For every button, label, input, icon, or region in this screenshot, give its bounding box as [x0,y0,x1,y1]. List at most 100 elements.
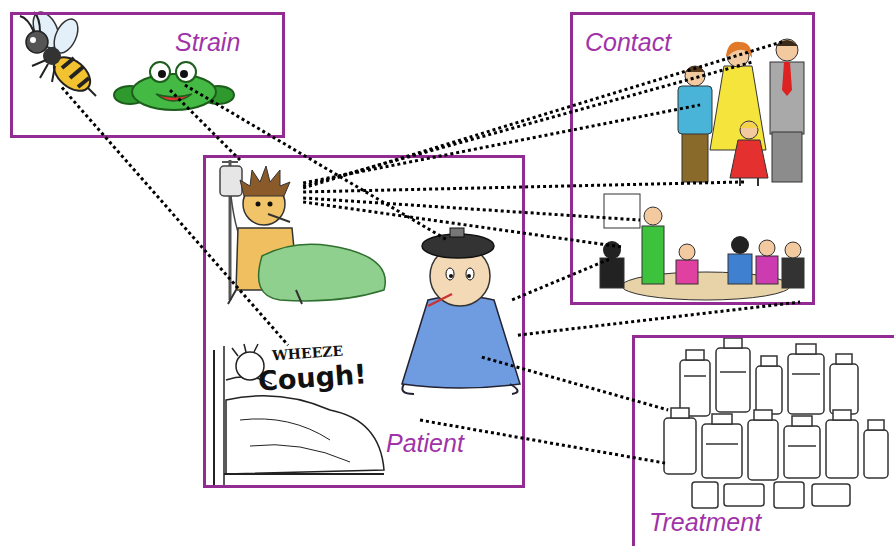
dotted-link [62,88,288,346]
bee-picture-part [70,67,83,78]
frog-picture [114,62,234,110]
family-picture-part [776,40,798,46]
medicine-picture-part [712,414,732,424]
bee-picture-part [26,31,48,53]
family-picture-part [726,42,752,58]
dotted-link [518,302,800,335]
group-box: Contact [570,12,815,305]
medicine-picture-part [788,354,824,414]
dotted-link [303,202,622,247]
drip-patient-picture-part [259,244,386,301]
medicine-picture-part [864,430,888,478]
frog-picture-part [158,70,166,78]
medicine-picture-part [774,482,804,508]
family-picture-part [770,62,804,134]
box-title: Treatment [649,509,761,537]
frog-picture-part [180,70,188,78]
meeting-picture-part [644,207,662,225]
drip-patient-picture-part [268,214,290,222]
medicine-picture-part [716,348,750,412]
meeting-picture-part [604,194,640,228]
drip-patient-picture-part [222,161,238,163]
family-picture-part [710,66,766,150]
box-title: Patient [386,430,464,458]
box-title: Strain [175,29,240,57]
family-picture-part [682,130,708,182]
dotted-link [303,62,752,186]
sound-word: Cough! [257,360,367,394]
bee-picture-part [34,12,40,32]
drip-patient-picture-part [228,290,302,304]
group-box: Treatment [632,335,894,546]
bee-picture-part [32,60,55,82]
dotted-link [482,357,668,410]
bee-picture-part [88,88,96,96]
sick-child-picture-part [450,228,464,237]
meeting-picture-part [782,258,804,288]
family-picture-part [757,178,759,186]
drip-patient-picture-part [220,166,242,196]
coughing-patient-picture-part [223,346,225,486]
medicine-picture-part [686,350,704,360]
meeting-picture-part [785,242,801,258]
medicine-picture-part [754,410,772,420]
medicine-picture-part [792,416,812,426]
drip-patient-picture [220,160,385,304]
dotted-link [185,85,447,240]
meeting-picture-part [731,236,749,254]
bee-picture-part [62,58,74,68]
sick-child-picture-part [467,274,471,278]
medicine-picture-part [671,408,689,418]
group-box: Strain [10,12,285,138]
meeting-picture-part [603,241,621,259]
meeting-picture-part [679,244,695,260]
medicine-picture-part [692,482,718,508]
sound-word: WHEEZE [272,344,344,363]
medicine-picture-part [833,410,851,420]
bee-picture-part [30,37,36,43]
family-picture-part [685,66,705,86]
group-box: Patient [203,155,525,488]
dotted-link [420,420,665,463]
medicine-picture-part [756,366,782,414]
medicine-picture-part [702,424,742,478]
family-picture-part [776,39,798,61]
family-picture-part [730,140,768,178]
frog-picture-part [150,62,170,82]
medicine-picture-part [796,344,816,354]
family-picture [678,39,804,186]
box-title: Contact [585,29,671,57]
sick-child-picture-part [466,268,474,280]
dotted-link [303,42,782,188]
medicine-picture-part [868,420,884,430]
medicine-picture-part [836,354,852,364]
medicine-picture-part [784,426,820,478]
medicine-picture-part [830,364,858,414]
sick-child-picture [402,228,520,394]
family-picture-part [740,122,758,128]
coughing-patient-picture-part [226,396,384,474]
coughing-patient-picture-part [232,344,258,356]
frog-picture-part [156,94,192,101]
sick-child-picture-part [449,274,453,278]
family-picture-part [678,86,712,134]
medicine-picture-part [664,418,696,474]
sick-child-picture-part [402,296,520,388]
medicine-picture [664,338,888,508]
medicine-picture-part [684,372,820,446]
sick-child-picture-part [428,294,452,306]
medicine-picture-part [724,338,742,348]
medicine-picture-part [761,356,777,366]
medicine-picture-part [724,484,764,506]
drip-patient-picture-part [256,202,261,207]
sick-child-picture-part [446,268,454,280]
family-picture-part [740,121,758,139]
meeting-picture-part [642,226,664,284]
coughing-patient-picture [214,344,384,486]
coughing-patient-picture-part [224,473,384,475]
drip-patient-picture-part [268,202,273,207]
dotted-link [512,258,612,300]
